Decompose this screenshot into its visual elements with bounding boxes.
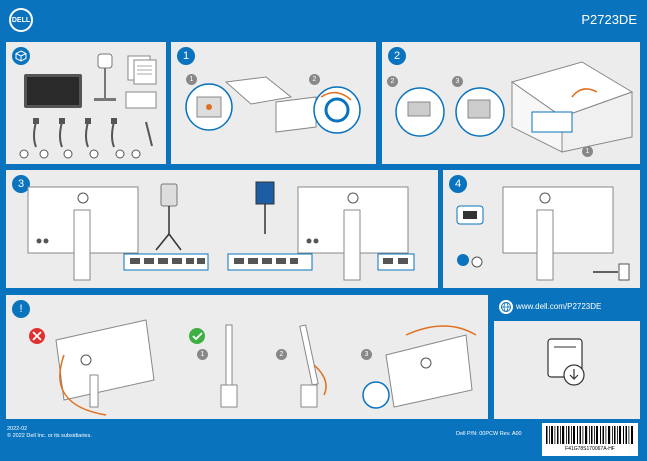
footer-copyright: © 2022 Dell Inc. or its subsidiaries. bbox=[7, 433, 92, 439]
substep-w2: 2 bbox=[276, 349, 287, 360]
substep-3: 3 bbox=[452, 76, 463, 87]
barcode: F41G78S170067A-HF bbox=[542, 423, 638, 456]
panel-support: www.dell.com/P2723DE bbox=[494, 295, 640, 419]
panel-box-contents bbox=[6, 42, 166, 164]
substep-w1: 1 bbox=[197, 349, 208, 360]
substep-w3: 3 bbox=[361, 349, 372, 360]
footer-date-copyright: 2022-02 © 2022 Dell Inc. or its subsidia… bbox=[7, 426, 92, 440]
rotation-warning-illustration bbox=[29, 319, 477, 416]
step-2-badge: 2 bbox=[388, 47, 406, 65]
document-icon bbox=[547, 338, 585, 386]
warning-icon: ! bbox=[12, 300, 30, 318]
step-4-badge: 4 bbox=[449, 175, 467, 193]
panel-warning: ! 1 2 3 bbox=[6, 295, 488, 419]
header-bar: DELL P2723DE bbox=[0, 0, 647, 38]
substep-2: 2 bbox=[309, 74, 320, 85]
cable-connection-illustration bbox=[27, 181, 415, 281]
stand-attach-illustration bbox=[185, 76, 361, 134]
support-bar bbox=[494, 295, 640, 321]
substep-1: 1 bbox=[186, 74, 197, 85]
substep-2b: 2 bbox=[387, 76, 398, 87]
substep-1b: 1 bbox=[582, 146, 593, 157]
support-url[interactable]: www.dell.com/P2723DE bbox=[516, 302, 602, 311]
panel-step-3: 3 bbox=[6, 170, 438, 288]
barcode-text: F41G78S170067A-HF bbox=[565, 446, 615, 452]
model-name: P2723DE bbox=[581, 12, 637, 27]
box-contents-illustration bbox=[19, 53, 157, 159]
panel-step-2: 2 2 3 4 1 bbox=[382, 42, 640, 164]
box-icon bbox=[12, 47, 30, 65]
dell-logo: DELL bbox=[9, 8, 33, 32]
panel-step-1: 1 1 2 bbox=[171, 42, 376, 164]
panel-step-4: 4 bbox=[443, 170, 640, 288]
footer-date: 2022-02 bbox=[7, 426, 28, 432]
step-3-badge: 3 bbox=[12, 175, 30, 193]
part-number: Dell P/N: 00PCW Rev. A00 bbox=[456, 431, 522, 437]
step-1-badge: 1 bbox=[177, 47, 195, 65]
power-connection-illustration bbox=[456, 186, 630, 281]
globe-icon bbox=[499, 300, 513, 314]
unboxing-illustration bbox=[395, 61, 634, 153]
